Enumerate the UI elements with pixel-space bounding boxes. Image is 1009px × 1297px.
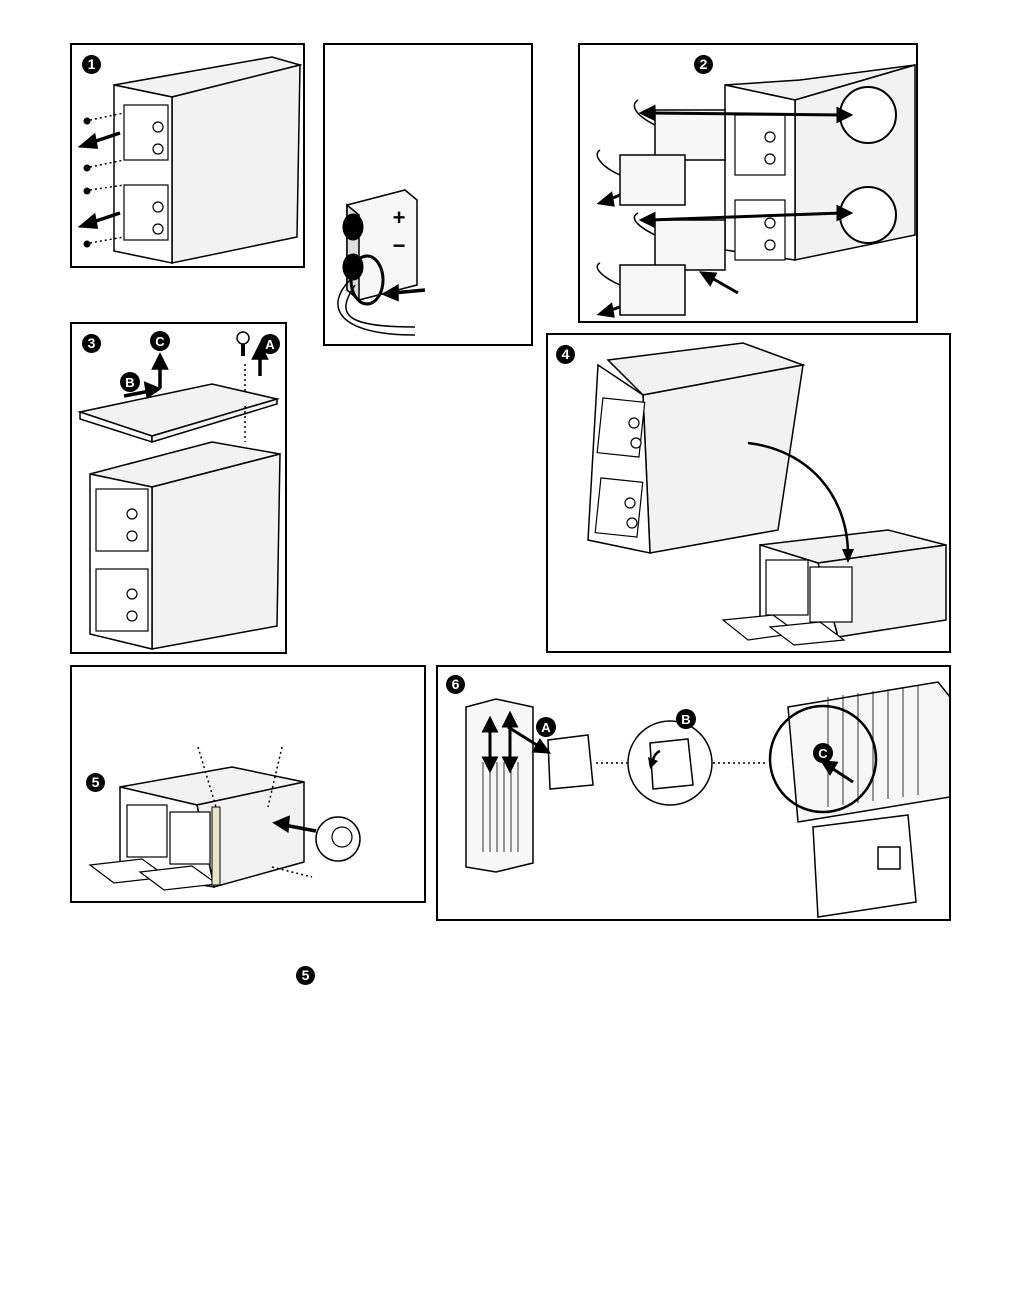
mounting-bracket [212,807,220,885]
step-4-illustration [548,335,951,653]
footer-step-5-reference: 5 [296,966,315,985]
label-b: B [681,712,690,727]
step-5-number: 5 [86,773,105,792]
step-6-number: 6 [446,675,465,694]
label-a: A [541,720,551,735]
step-6-illustration: A B C [438,667,951,921]
front-bezel-panel [466,699,533,872]
bezel-interior [788,682,950,822]
cover-screw-icon [237,332,249,356]
step-6-panel: 6 [436,665,951,921]
bracket-screw-icon [316,817,360,861]
step-3-panel: 3 C A [70,322,287,654]
label-a: A [265,337,275,352]
step-2-number: 2 [694,55,713,74]
step-4-number: 4 [556,345,575,364]
step-1-illustration [72,45,305,268]
display-bracket [548,735,593,789]
label-b: B [125,375,134,390]
step-5-illustration [72,667,426,903]
label-c: C [818,746,828,761]
step-4-panel: 4 [546,333,951,653]
positive-terminal-label: + [393,205,406,230]
battery-connector-illustration: + − [325,45,533,346]
step-3-illustration: C A B [72,324,287,654]
ups-cabinet-side [172,65,300,263]
step-1-number: 1 [82,55,101,74]
step-3-number: 3 [82,334,101,353]
step-1-panel: 1 [70,43,305,268]
negative-terminal-label: − [393,233,406,258]
label-c: C [155,334,165,349]
bezel-front-cover [813,815,916,917]
step-2-illustration [580,45,918,323]
step-5-panel: 5 [70,665,426,903]
step-2-panel: 2 [578,43,918,323]
rotate-detail-circle [628,721,712,805]
connector-detail-panel: + − [323,43,533,346]
